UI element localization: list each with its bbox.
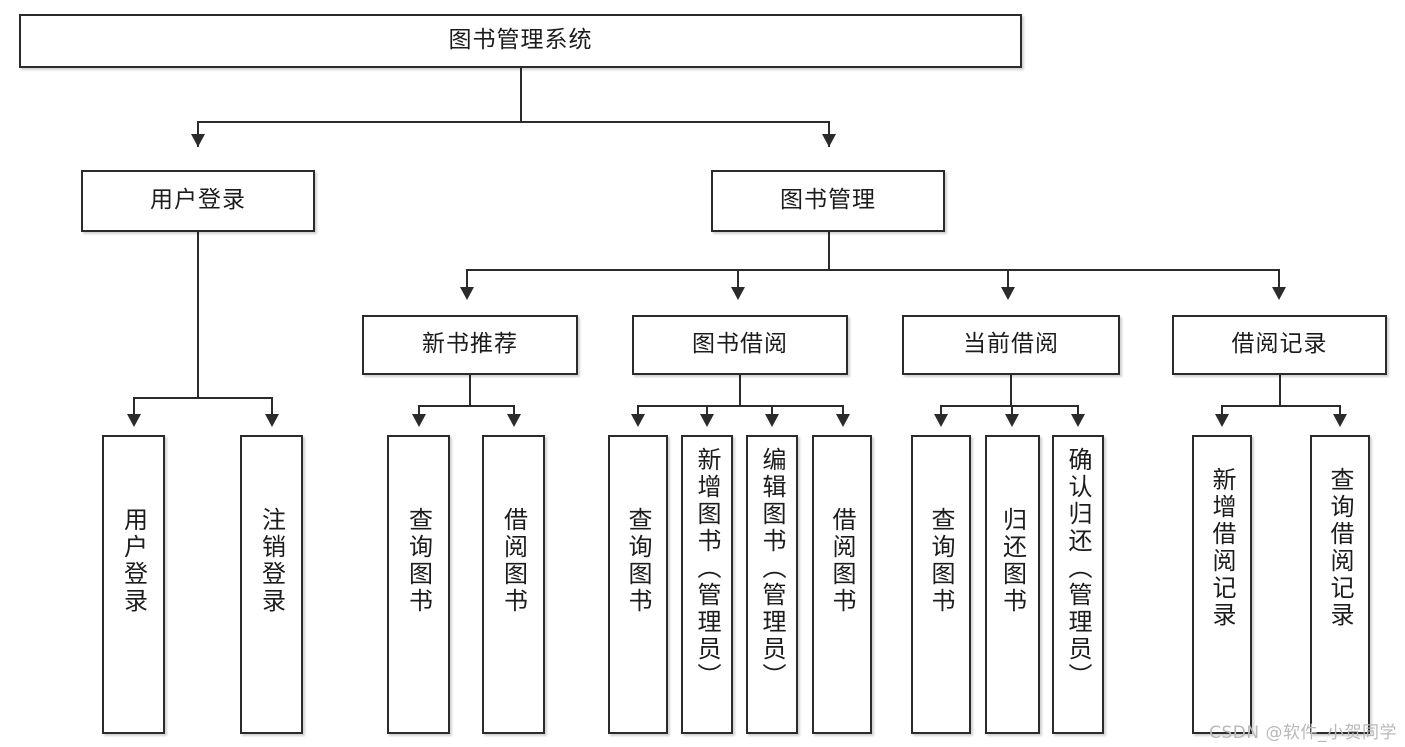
node-label: 图书借阅 bbox=[692, 331, 788, 358]
arrow-current-to-return bbox=[1005, 414, 1019, 427]
connector-current-to-query bbox=[940, 405, 942, 421]
node-label: 编辑图书（管理员） bbox=[758, 447, 786, 690]
node-leaf-query-borrow-record[interactable]: 查询借阅记录 bbox=[1310, 435, 1370, 734]
arrow-current-to-confirm bbox=[1071, 414, 1085, 427]
node-label: 当前借阅 bbox=[963, 331, 1059, 358]
node-label: 新书推荐 bbox=[422, 331, 518, 358]
arrow-records-to-add bbox=[1215, 414, 1229, 427]
node-borrow-records[interactable]: 借阅记录 bbox=[1172, 315, 1387, 375]
connector-borrow-to-edit bbox=[771, 405, 773, 421]
connector-book-mgmt-stem bbox=[828, 232, 830, 270]
connector-user-login-stem bbox=[197, 232, 199, 398]
connector-records-bus bbox=[1221, 405, 1340, 407]
connector-user-login-to-logout bbox=[271, 397, 273, 421]
node-leaf-query-book-current[interactable]: 查询图书 bbox=[911, 435, 971, 734]
connector-book-mgmt-to-current bbox=[1007, 269, 1009, 293]
node-leaf-lend-book[interactable]: 借阅图书 bbox=[812, 435, 872, 734]
connector-current-to-return bbox=[1011, 405, 1013, 421]
node-new-book-recommend[interactable]: 新书推荐 bbox=[362, 315, 578, 375]
connector-current-to-confirm bbox=[1077, 405, 1079, 421]
node-label: 确认归还（管理员） bbox=[1064, 447, 1092, 690]
node-label: 查询图书 bbox=[404, 507, 433, 615]
arrow-new-book-to-borrow bbox=[507, 414, 521, 427]
arrow-user-login-to-logout bbox=[265, 414, 279, 427]
connector-new-book-stem bbox=[469, 375, 471, 406]
node-book-borrow[interactable]: 图书借阅 bbox=[632, 315, 848, 375]
node-leaf-return-book[interactable]: 归还图书 bbox=[985, 435, 1040, 734]
connector-borrow-to-add bbox=[706, 405, 708, 421]
node-label: 新增图书（管理员） bbox=[693, 447, 721, 690]
node-leaf-user-login[interactable]: 用户登录 bbox=[102, 435, 165, 734]
node-leaf-query-book-new[interactable]: 查询图书 bbox=[387, 435, 450, 734]
node-leaf-edit-book-admin[interactable]: 编辑图书（管理员） bbox=[746, 435, 798, 734]
arrow-borrow-to-query bbox=[631, 414, 645, 427]
connector-borrow-stem bbox=[739, 375, 741, 406]
arrow-book-mgmt-to-current bbox=[1001, 287, 1015, 300]
connector-user-login-to-login bbox=[133, 397, 135, 421]
node-label: 归还图书 bbox=[998, 507, 1027, 615]
node-label: 用户登录 bbox=[119, 507, 148, 615]
connector-current-bus bbox=[940, 405, 1079, 407]
node-label: 图书管理 bbox=[780, 187, 876, 214]
node-leaf-add-borrow-record[interactable]: 新增借阅记录 bbox=[1192, 435, 1252, 734]
node-label: 借阅图书 bbox=[828, 507, 856, 615]
arrow-new-book-to-query bbox=[412, 414, 426, 427]
connector-book-mgmt-to-new-book bbox=[466, 269, 468, 293]
connector-new-book-to-query bbox=[418, 405, 420, 421]
connector-borrow-bus bbox=[637, 405, 844, 407]
node-label: 新增借阅记录 bbox=[1208, 467, 1236, 629]
node-label: 查询图书 bbox=[624, 507, 652, 615]
connector-current-stem bbox=[1010, 375, 1012, 406]
node-book-management[interactable]: 图书管理 bbox=[711, 170, 945, 232]
node-leaf-query-book-borrow[interactable]: 查询图书 bbox=[608, 435, 668, 734]
node-label: 借阅图书 bbox=[499, 507, 528, 615]
arrow-borrow-to-add bbox=[700, 414, 714, 427]
node-leaf-user-logout[interactable]: 注销登录 bbox=[240, 435, 303, 734]
node-current-borrow[interactable]: 当前借阅 bbox=[902, 315, 1120, 375]
arrow-book-mgmt-to-records bbox=[1272, 287, 1286, 300]
arrow-current-to-query bbox=[934, 414, 948, 427]
node-root-system[interactable]: 图书管理系统 bbox=[19, 14, 1022, 68]
node-leaf-add-book-admin[interactable]: 新增图书（管理员） bbox=[681, 435, 733, 734]
connector-root-stem bbox=[520, 68, 522, 122]
arrow-book-mgmt-to-borrow bbox=[731, 287, 745, 300]
connector-records-to-query bbox=[1339, 405, 1341, 421]
node-label: 图书管理系统 bbox=[448, 27, 593, 54]
arrow-records-to-query bbox=[1333, 414, 1347, 427]
arrow-user-login-to-login bbox=[127, 414, 141, 427]
connector-new-book-bus bbox=[418, 405, 514, 407]
node-label: 注销登录 bbox=[257, 507, 286, 615]
connector-user-login-bus bbox=[133, 397, 272, 399]
node-label: 查询借阅记录 bbox=[1326, 467, 1354, 629]
connector-records-to-add bbox=[1221, 405, 1223, 421]
arrow-book-mgmt-to-new-book bbox=[460, 287, 474, 300]
connector-book-mgmt-bus bbox=[466, 269, 1280, 271]
node-leaf-confirm-return-admin[interactable]: 确认归还（管理员） bbox=[1052, 435, 1104, 734]
connector-borrow-to-lend bbox=[842, 405, 844, 421]
arrow-borrow-to-edit bbox=[765, 414, 779, 427]
node-user-login[interactable]: 用户登录 bbox=[81, 170, 315, 232]
arrow-borrow-to-lend bbox=[836, 414, 850, 427]
connector-root-bus bbox=[197, 121, 829, 123]
connector-borrow-to-query bbox=[637, 405, 639, 421]
node-label: 用户登录 bbox=[150, 187, 246, 214]
connector-records-stem bbox=[1279, 375, 1281, 406]
connector-book-mgmt-to-borrow bbox=[737, 269, 739, 293]
node-leaf-borrow-book-new[interactable]: 借阅图书 bbox=[482, 435, 545, 734]
node-label: 借阅记录 bbox=[1231, 331, 1328, 358]
node-label: 查询图书 bbox=[927, 507, 955, 615]
connector-new-book-to-borrow bbox=[513, 405, 515, 421]
arrow-root-to-user-login bbox=[191, 134, 205, 147]
connector-book-mgmt-to-records bbox=[1278, 269, 1280, 293]
arrow-root-to-book-mgmt bbox=[822, 134, 836, 147]
